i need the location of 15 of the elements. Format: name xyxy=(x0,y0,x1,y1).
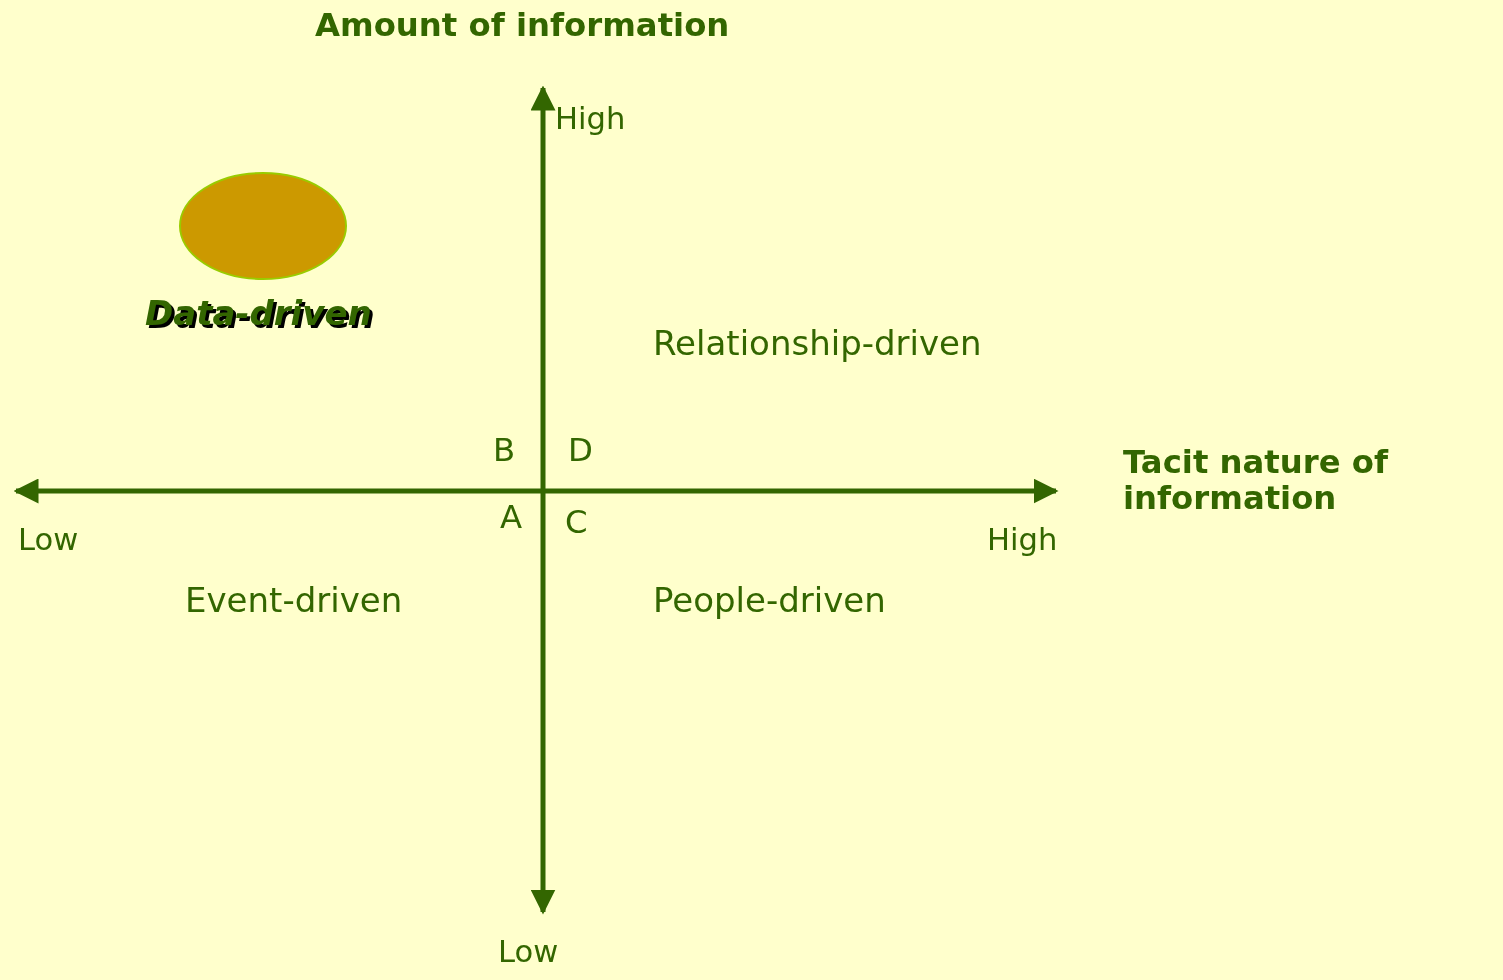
axis-end-label: Low xyxy=(498,935,559,969)
axis-end-label: Low xyxy=(18,523,79,557)
quadrant-label: Data-driven xyxy=(145,295,372,333)
quadrant-letter: D xyxy=(568,433,593,469)
axis-end-label: High xyxy=(555,102,626,136)
ellipse-shape xyxy=(179,172,347,280)
quadrant-letter: C xyxy=(565,505,588,541)
quadrant-letter: A xyxy=(500,500,523,536)
quadrant-letter: B xyxy=(493,433,516,469)
quadrant-label: Relationship-driven xyxy=(653,325,982,363)
axis-title: Amount of information xyxy=(315,8,730,44)
quadrant-label: Event-driven xyxy=(185,582,403,620)
axis-title: Tacit nature of information xyxy=(1123,445,1390,517)
quadrant-label: People-driven xyxy=(653,582,886,620)
axis-end-label: High xyxy=(987,523,1058,557)
